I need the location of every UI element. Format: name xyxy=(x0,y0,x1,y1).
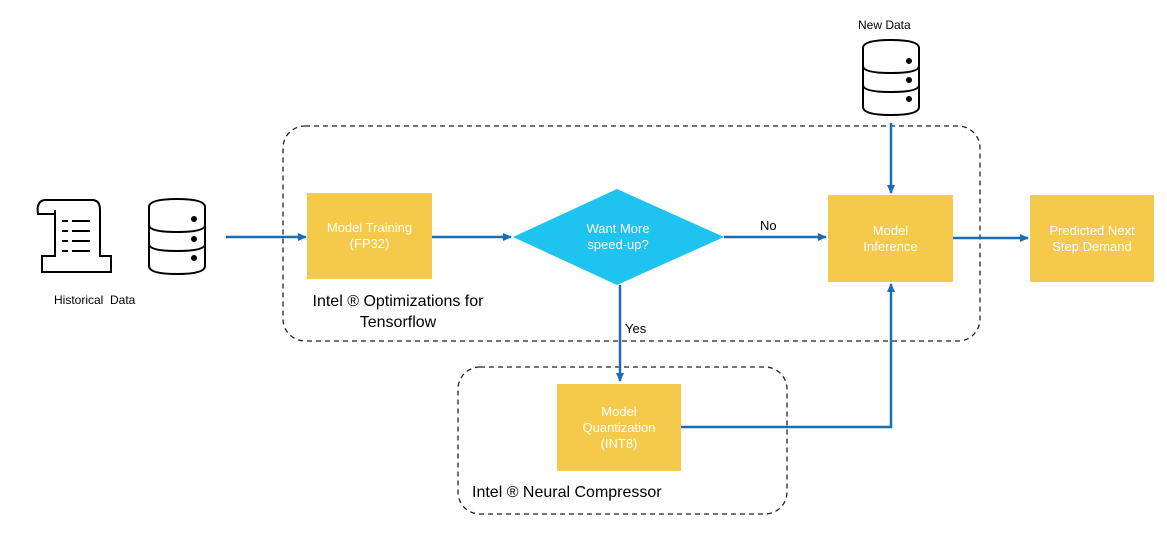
model-training-label: Model Training (FP32) xyxy=(326,220,413,251)
tensorflow-group-label: Intel ® Optimizations for Tensorflow xyxy=(312,293,484,331)
no-edge-label: No xyxy=(760,218,777,233)
model-inference-box: Model Inference xyxy=(828,195,953,282)
predicted-demand-box: Predicted Next Step Demand xyxy=(1030,195,1154,282)
tensorflow-group-border xyxy=(282,125,981,342)
document-scroll-icon xyxy=(36,199,112,273)
arrow-quantization-to-inference xyxy=(681,283,895,429)
compressor-group-border xyxy=(457,366,788,515)
model-quantization-box: Model Quantization (INT8) xyxy=(557,384,681,471)
historical-database-icon xyxy=(148,197,206,276)
model-inference-label: Model Inference xyxy=(863,222,918,254)
yes-edge-label: Yes xyxy=(625,321,647,336)
model-quantization-label: Model Quantization (INT8) xyxy=(582,403,656,451)
new-data-database-icon xyxy=(862,38,920,117)
model-training-box: Model Training (FP32) xyxy=(307,193,432,279)
compressor-group-label: Intel ® Neural Compressor xyxy=(472,484,662,501)
decision-label: Want More speed-up? xyxy=(586,221,650,252)
connectors xyxy=(226,123,1029,429)
predicted-demand-label: Predicted Next Step Demand xyxy=(1049,222,1135,254)
new-data-label: New Data xyxy=(858,18,911,32)
historical-data-label: Historical Data xyxy=(54,293,136,307)
decision-diamond xyxy=(513,189,724,285)
